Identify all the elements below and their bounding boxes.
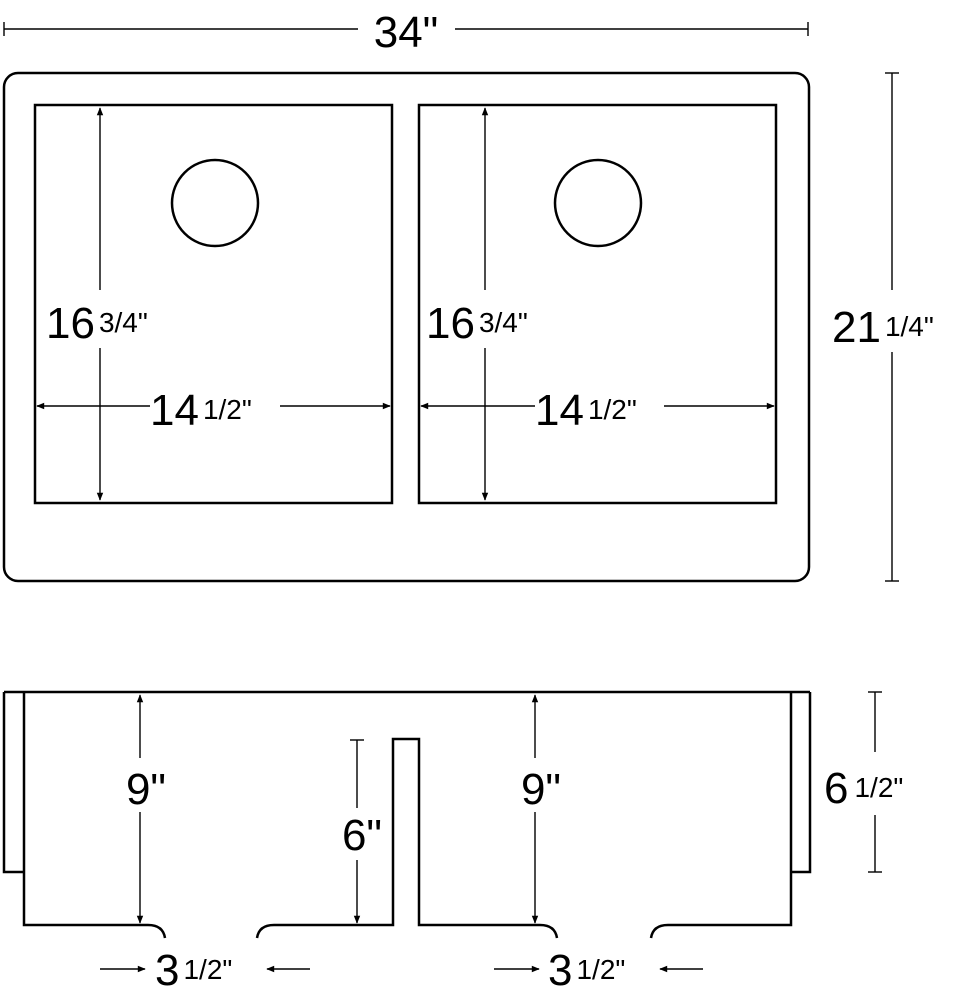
left-apron-lip bbox=[2, 692, 24, 874]
right-bowl-outline bbox=[417, 103, 778, 505]
divider-height-label: 6" bbox=[342, 811, 382, 860]
right-apron-lip bbox=[791, 692, 812, 874]
center-divider-profile bbox=[255, 737, 559, 939]
left-bowl-bottom-left bbox=[22, 872, 167, 939]
sink-top-outline bbox=[2, 71, 811, 583]
left-drain-hole bbox=[170, 158, 260, 248]
right-drain-hole bbox=[553, 158, 643, 248]
left-bowl-outline bbox=[33, 103, 394, 505]
overall-width-label: 34" bbox=[374, 8, 439, 57]
left-bowl-depth-label: 9" bbox=[126, 765, 166, 814]
right-bowl-depth-label: 9" bbox=[521, 765, 561, 814]
right-bowl-bottom-right bbox=[649, 872, 793, 939]
